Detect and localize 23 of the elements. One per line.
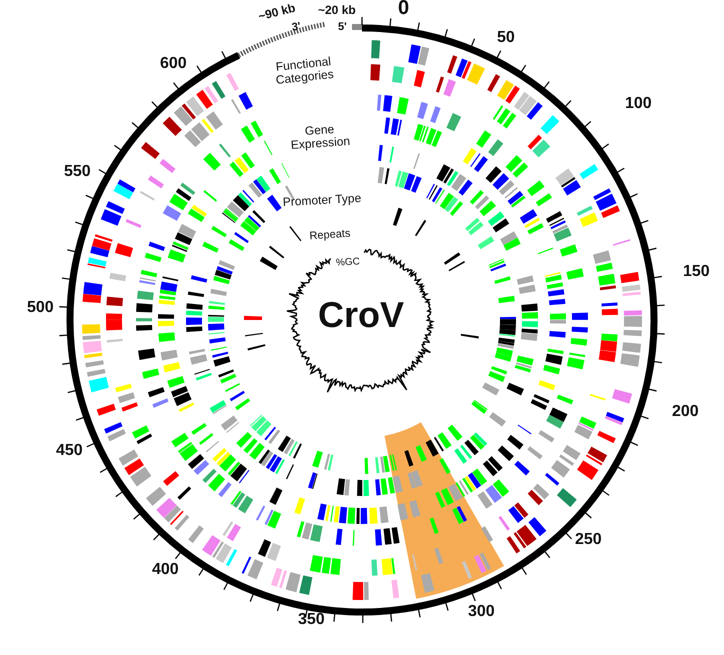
tick-label: 550 (64, 164, 91, 181)
track-label: Gene Expression (289, 121, 352, 152)
tick-label: 50 (497, 30, 515, 47)
track-label: Functional Categories (274, 54, 336, 88)
scale-label: ~90 kb (257, 2, 297, 23)
tick-label: 0 (398, 0, 410, 19)
scale-label: ~20 kb (318, 4, 356, 17)
tick-label: 100 (625, 96, 652, 113)
end-label: 5' (338, 22, 347, 34)
tick-label: 350 (298, 612, 325, 629)
tick-label: 150 (683, 264, 710, 281)
track-label: %GC (334, 256, 362, 270)
tick-label: 450 (56, 443, 83, 460)
track-label: Repeats (308, 228, 352, 244)
tick-label: 250 (575, 532, 602, 549)
tick-label: 400 (152, 562, 179, 579)
tick-label: 300 (468, 604, 495, 621)
end-label: 3' (291, 21, 302, 34)
track-label: Promoter Type (281, 192, 363, 209)
tick-label: 600 (160, 56, 187, 73)
tick-label: 500 (27, 300, 54, 317)
center-title: CroV (318, 296, 404, 334)
tick-label: 200 (672, 404, 699, 421)
